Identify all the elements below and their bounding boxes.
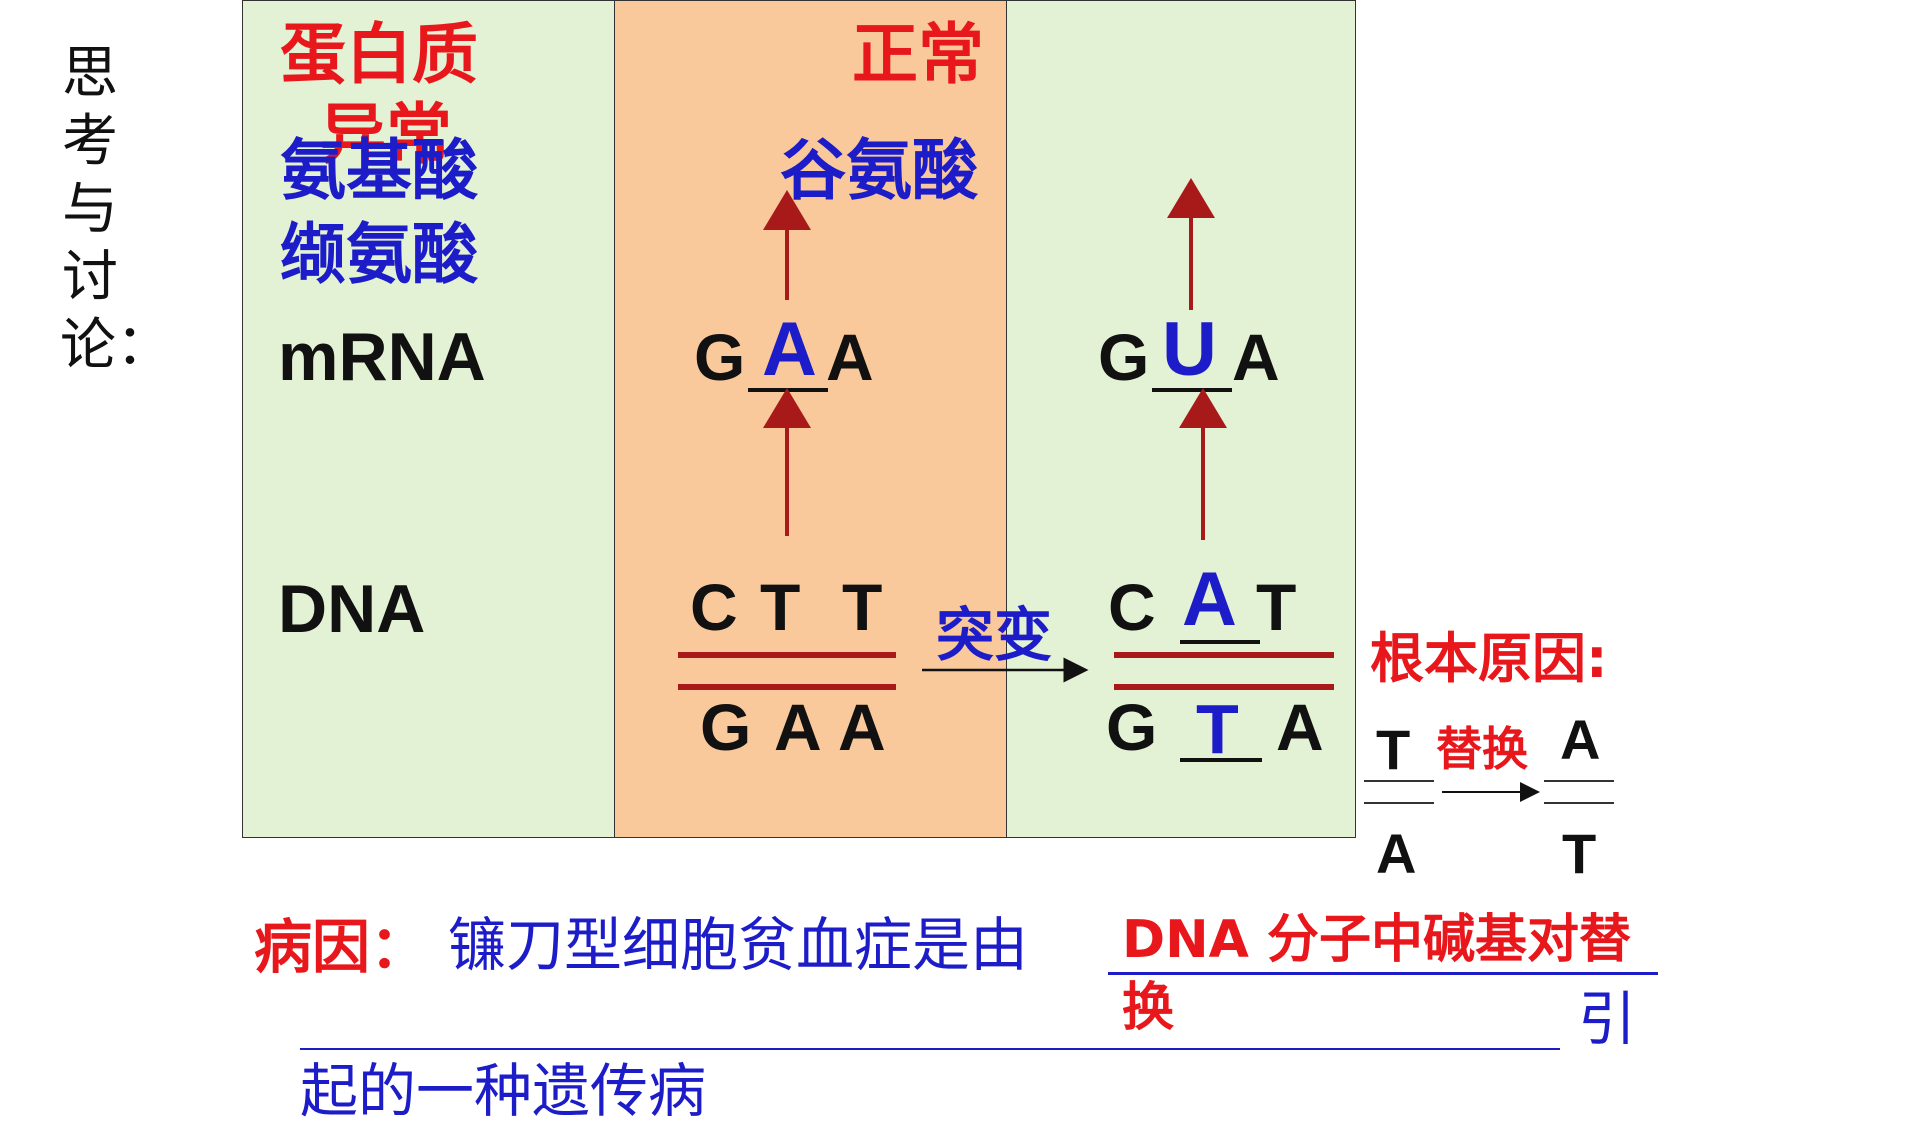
protein-normal: 正常: [852, 16, 984, 93]
dna-mutant-bottom-1: G: [1106, 690, 1158, 764]
mutation-label: 突变: [936, 601, 1053, 669]
second-underline: [300, 1048, 1560, 1050]
amino-acid-label: 氨基酸: [280, 132, 478, 209]
root-cause-to-bottom: T: [1562, 822, 1597, 885]
arrows-layer: [763, 178, 1540, 802]
dna-normal-strand-bottom: [678, 684, 896, 690]
cause-answer-line1: DNA 分子中碱基对替: [1122, 910, 1632, 970]
mrna-normal-base-3: A: [826, 320, 874, 394]
dna-normal-top-3: T: [842, 570, 883, 644]
dna-normal-top-1: C: [690, 570, 738, 644]
amino-acid-valine: 缬氨酸: [280, 216, 478, 293]
dna-mutant-top-3: T: [1256, 570, 1297, 644]
answer-underline: [1108, 972, 1658, 975]
root-cause-to-top: A: [1560, 708, 1601, 771]
dna-mutant-bottom-2: T: [1196, 690, 1239, 768]
mrna-mutant-base-2: U: [1162, 307, 1217, 392]
mrna-label: mRNA: [278, 319, 486, 395]
root-cause-from-line1: [1364, 780, 1434, 782]
cause-text: 镰刀型细胞贫血症是由: [448, 911, 1029, 979]
dna-mutant-strand-top: [1114, 652, 1334, 658]
dna-mutant-bottom-3: A: [1276, 690, 1324, 764]
dna-normal-bottom-1: G: [700, 690, 752, 764]
cause-tail: 引: [1578, 985, 1637, 1053]
cause-line3: 起的一种遗传病: [300, 1057, 707, 1125]
mrna-normal-base-2: A: [762, 307, 817, 392]
cause-label: 病因：: [254, 913, 429, 981]
panel-abnormal-labels: [242, 0, 615, 838]
root-cause-to-line1: [1544, 780, 1614, 782]
dna-label: DNA: [278, 571, 426, 647]
protein-abnormal: 异常: [320, 96, 452, 173]
root-cause-to-line2: [1544, 802, 1614, 804]
dna-mutant-strand-bottom: [1114, 684, 1334, 690]
root-cause-action: 替换: [1436, 722, 1528, 776]
dna-mutant-top-1: C: [1108, 570, 1156, 644]
dna-normal-strand-top: [678, 652, 896, 658]
mrna-mutant-base-3: A: [1232, 320, 1280, 394]
side-title: 思考与讨论：: [60, 41, 172, 378]
dna-normal-bottom-3: A: [838, 690, 886, 764]
root-cause-from-line2: [1364, 802, 1434, 804]
cause-answer-line2: 换: [1122, 978, 1175, 1038]
root-cause-from-top: T: [1376, 718, 1411, 781]
root-cause-title: 根本原因:: [1370, 627, 1608, 690]
amino-acid-glutamate: 谷氨酸: [780, 132, 978, 209]
protein-label: 蛋白质: [280, 16, 478, 93]
dna-mutant-top-underline: [1180, 640, 1260, 644]
dna-mutant-bottom-underline: [1180, 758, 1262, 762]
mrna-mutant-base-1: G: [1098, 320, 1150, 394]
root-cause-from-bottom: A: [1376, 822, 1417, 885]
mrna-normal-base-1: G: [694, 320, 746, 394]
dna-normal-top-2: T: [760, 570, 801, 644]
dna-normal-bottom-2: A: [774, 690, 822, 764]
dna-mutant-top-2: A: [1182, 557, 1237, 642]
